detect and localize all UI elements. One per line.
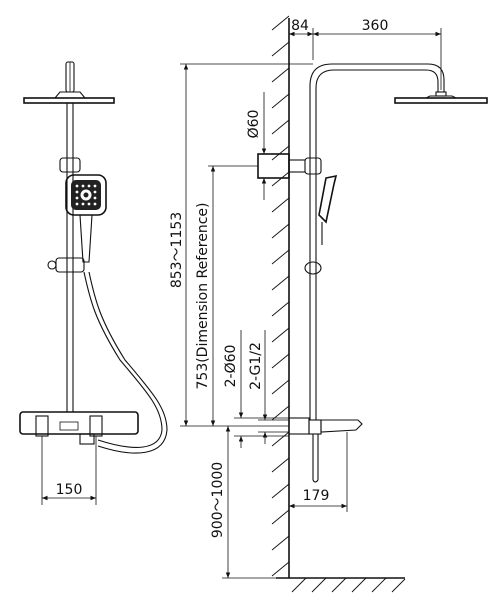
wall-section xyxy=(271,15,290,578)
side-riser-and-arm xyxy=(309,63,445,420)
side-view xyxy=(180,15,488,593)
front-view xyxy=(19,61,168,505)
label-reference-height: 753(Dimension Reference) xyxy=(195,202,211,389)
label-total-height: 853～1153 xyxy=(169,212,185,288)
front-upper-bracket xyxy=(59,157,81,173)
label-arm-length: 360 xyxy=(362,18,389,34)
front-slider-bracket xyxy=(47,257,85,273)
spout-length-dimension xyxy=(289,432,348,512)
label-inlet-diameter: 2-Ø60 xyxy=(223,345,239,388)
reference-height-dimension xyxy=(208,165,258,426)
top-dimensions xyxy=(289,28,442,90)
side-wall-bracket xyxy=(257,153,322,179)
front-hose xyxy=(83,271,168,454)
front-overhead-shower-head xyxy=(23,61,115,104)
total-height-dimension xyxy=(180,63,313,427)
front-hand-shower xyxy=(65,174,107,263)
floor-section xyxy=(276,577,406,593)
label-inlet-spacing: 150 xyxy=(56,482,83,498)
label-floor-height: 900～1000 xyxy=(210,462,226,538)
label-wall-offset: 84 xyxy=(291,18,309,34)
side-overhead-shower-head xyxy=(394,91,488,104)
label-pipe-diameter: Ø60 xyxy=(246,110,262,139)
side-mixer-body xyxy=(288,417,363,483)
label-spout-length: 179 xyxy=(303,488,330,504)
inlet-spacing-dimension xyxy=(41,436,97,505)
floor-height-dimension xyxy=(222,426,276,579)
side-slider-bracket xyxy=(304,261,322,275)
inlet-dimensions xyxy=(234,330,289,448)
front-thermostatic-mixer xyxy=(19,411,139,445)
label-inlet-thread: 2-G1/2 xyxy=(248,342,264,390)
side-hand-shower xyxy=(318,174,338,245)
